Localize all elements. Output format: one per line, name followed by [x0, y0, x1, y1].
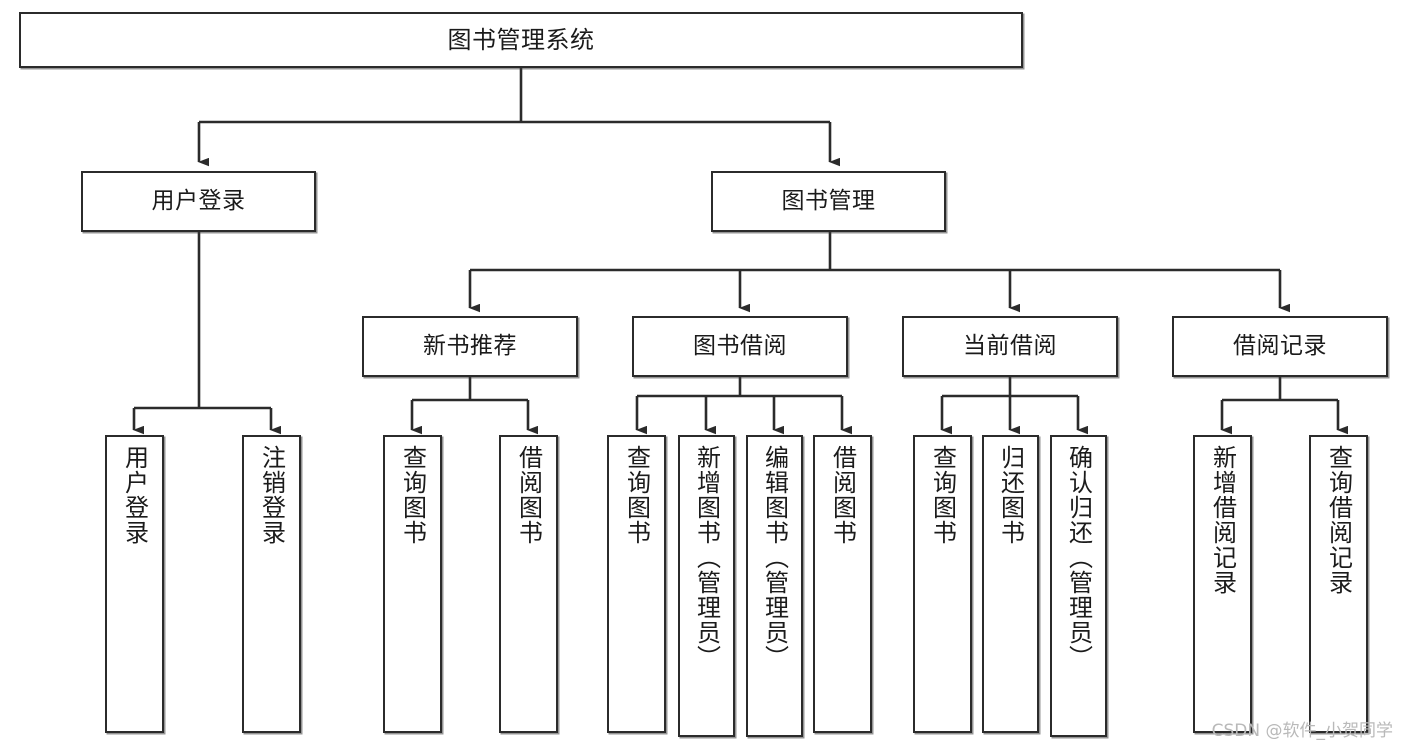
node-label: 新增图书（管理员）: [692, 445, 721, 670]
leaf-return-book[interactable]: 归还图书: [982, 435, 1039, 733]
node-label: 当前借阅: [963, 332, 1057, 359]
node-label: 查询图书: [622, 445, 651, 545]
node-root-system[interactable]: 图书管理系统: [19, 12, 1023, 68]
node-label: 用户登录: [120, 445, 149, 545]
watermark: CSDN @软件_小贺同学: [1211, 721, 1393, 741]
node-label: 确认归还（管理员）: [1064, 445, 1093, 670]
node-label: 注销登录: [257, 445, 286, 545]
node-label: 借阅记录: [1233, 332, 1327, 359]
leaf-logout[interactable]: 注销登录: [242, 435, 301, 733]
leaf-query-borrow-record[interactable]: 查询借阅记录: [1309, 435, 1368, 733]
node-label: 图书管理: [781, 187, 876, 214]
node-borrow-record[interactable]: 借阅记录: [1172, 316, 1388, 377]
leaf-borrow-book-recommend[interactable]: 借阅图书: [499, 435, 558, 733]
node-label: 查询借阅记录: [1324, 445, 1353, 595]
node-new-book-recommend[interactable]: 新书推荐: [362, 316, 578, 377]
node-label: 编辑图书（管理员）: [760, 445, 789, 670]
node-label: 借阅图书: [828, 445, 857, 545]
leaf-query-book-current[interactable]: 查询图书: [913, 435, 972, 733]
node-label: 图书借阅: [693, 332, 787, 359]
node-label: 新书推荐: [423, 332, 517, 359]
leaf-add-book-admin[interactable]: 新增图书（管理员）: [678, 435, 735, 737]
leaf-user-login[interactable]: 用户登录: [105, 435, 164, 733]
node-current-borrow[interactable]: 当前借阅: [902, 316, 1118, 377]
leaf-borrow-book[interactable]: 借阅图书: [813, 435, 872, 733]
node-book-management[interactable]: 图书管理: [711, 171, 946, 232]
node-user-login[interactable]: 用户登录: [81, 171, 316, 232]
node-label: 查询图书: [398, 445, 427, 545]
node-book-borrow[interactable]: 图书借阅: [632, 316, 848, 377]
leaf-confirm-return-admin[interactable]: 确认归还（管理员）: [1050, 435, 1107, 737]
leaf-query-book-borrow[interactable]: 查询图书: [607, 435, 666, 733]
node-label: 查询图书: [928, 445, 957, 545]
leaf-add-borrow-record[interactable]: 新增借阅记录: [1193, 435, 1252, 733]
node-label: 用户登录: [151, 187, 246, 214]
leaf-edit-book-admin[interactable]: 编辑图书（管理员）: [746, 435, 803, 737]
node-label: 借阅图书: [514, 445, 543, 545]
node-label: 图书管理系统: [447, 25, 595, 54]
leaf-query-book-recommend[interactable]: 查询图书: [383, 435, 442, 733]
node-label: 归还图书: [996, 445, 1025, 545]
node-label: 新增借阅记录: [1208, 445, 1237, 595]
